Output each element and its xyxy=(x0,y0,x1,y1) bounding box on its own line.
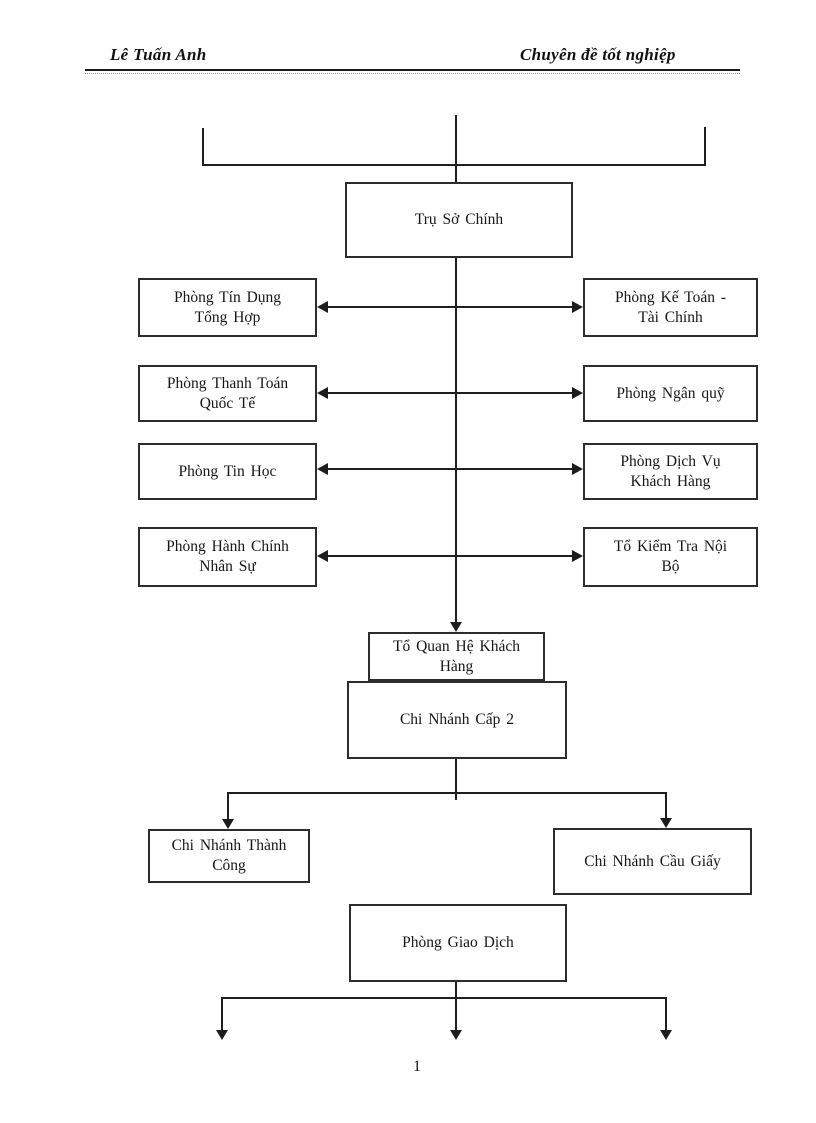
arrowhead-row1-right xyxy=(572,301,583,313)
box-admin-hr-dept: Phòng Hành Chính Nhân Sự xyxy=(138,527,317,587)
header-title: Chuyên đề tốt nghiệp xyxy=(520,45,676,64)
box-treasury-dept: Phòng Ngân quỹ xyxy=(583,365,758,422)
arrowhead-down-branch-right xyxy=(660,818,672,828)
connector-bottom-drop-right xyxy=(665,997,667,1032)
arrowhead-row3-left xyxy=(317,463,328,475)
box-international-payment-dept: Phòng Thanh Toán Quốc Tế xyxy=(138,365,317,422)
arrowhead-down-branch-left xyxy=(222,819,234,829)
connector-top-bracket-left-tick xyxy=(202,128,204,166)
connector-row1 xyxy=(320,306,580,308)
connector-bottom-drop-left xyxy=(221,997,223,1032)
arrowhead-down-bottom-right xyxy=(660,1030,672,1040)
header-author: Lê Tuấn Anh xyxy=(110,45,207,64)
connector-bottom-stem xyxy=(455,982,457,1032)
arrowhead-row2-left xyxy=(317,387,328,399)
arrowhead-down-to-customer-team xyxy=(450,622,462,632)
connector-top-bracket xyxy=(202,164,706,166)
arrowhead-down-bottom-center xyxy=(450,1030,462,1040)
box-level2-branch: Chi Nhánh Cấp 2 xyxy=(347,681,567,759)
box-customer-relations-team: Tổ Quan Hệ Khách Hàng xyxy=(368,632,545,681)
arrowhead-down-bottom-left xyxy=(216,1030,228,1040)
connector-central-spine xyxy=(455,258,457,622)
connector-branch-drop-right xyxy=(665,792,667,820)
box-credit-general-dept: Phòng Tín Dụng Tổng Hợp xyxy=(138,278,317,337)
box-transaction-office: Phòng Giao Dịch xyxy=(349,904,567,982)
box-thanh-cong-branch: Chi Nhánh Thành Công xyxy=(148,829,310,883)
box-it-dept: Phòng Tin Học xyxy=(138,443,317,500)
box-internal-audit-team: Tổ Kiểm Tra Nội Bộ xyxy=(583,527,758,587)
box-cau-giay-branch: Chi Nhánh Cầu Giấy xyxy=(553,828,752,895)
arrowhead-row3-right xyxy=(572,463,583,475)
header-rule xyxy=(85,69,740,71)
connector-row4 xyxy=(320,555,580,557)
connector-branch-bar xyxy=(227,792,667,794)
box-accounting-finance-dept: Phòng Kế Toán - Tài Chính xyxy=(583,278,758,337)
page-number: 1 xyxy=(413,1058,421,1075)
arrowhead-row1-left xyxy=(317,301,328,313)
arrowhead-row4-right xyxy=(572,550,583,562)
header-rule-dotted xyxy=(85,73,740,74)
arrowhead-row4-left xyxy=(317,550,328,562)
connector-branch-stem xyxy=(455,759,457,800)
connector-row3 xyxy=(320,468,580,470)
connector-top-bracket-right-tick xyxy=(704,127,706,166)
box-customer-service-dept: Phòng Dịch Vụ Khách Hàng xyxy=(583,443,758,500)
connector-branch-drop-left xyxy=(227,792,229,821)
connector-bottom-bar xyxy=(221,997,667,999)
arrowhead-row2-right xyxy=(572,387,583,399)
connector-row2 xyxy=(320,392,580,394)
box-head-office: Trụ Sở Chính xyxy=(345,182,573,258)
